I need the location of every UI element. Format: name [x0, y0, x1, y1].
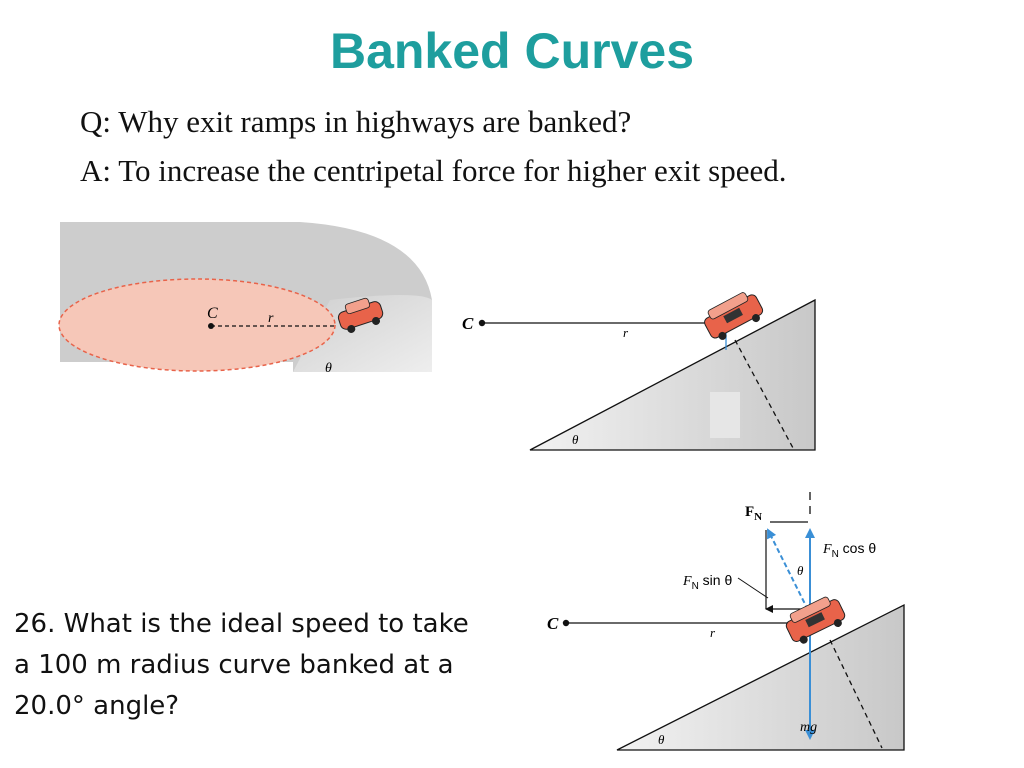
angle-label: θ [325, 361, 332, 376]
problem-line-2: a 100 m radius curve banked at a [14, 650, 454, 680]
weight-label: mg [800, 720, 817, 735]
center-point [478, 319, 486, 327]
ramp-triangle [616, 603, 905, 751]
figure-3-force-diagram: C r θ FN FN cos θ FN sin θ θ mg [547, 492, 905, 751]
problem-line-3: 20.0° angle? [14, 691, 180, 721]
problem-line-1: 26. What is the ideal speed to take [14, 609, 469, 639]
problem-text: 26. What is the ideal speed to take a 10… [14, 604, 514, 727]
ramp-triangle [529, 298, 816, 451]
figure-2-ramp-side-view: C r θ [462, 292, 816, 451]
angle-label: θ [658, 732, 665, 747]
fn-sin-leader-line [737, 577, 769, 599]
radius-label: r [710, 625, 716, 640]
fn-sin-label: FN sin θ [682, 572, 732, 592]
radius-label: r [623, 325, 629, 340]
center-label: C [547, 614, 559, 633]
perpendicular-dashed [829, 639, 883, 749]
center-point [208, 323, 214, 329]
center-label: C [462, 314, 474, 333]
car-icon [704, 292, 764, 340]
car-icon [785, 596, 846, 644]
car-icon [337, 297, 384, 333]
turn-circle [58, 278, 336, 372]
inner-angle-label: θ [797, 563, 804, 578]
center-label: C [207, 305, 218, 322]
shadow-strip [710, 392, 740, 438]
center-point [562, 619, 570, 627]
angle-label: θ [572, 432, 579, 447]
question-text: Q: Why exit ramps in highways are banked… [80, 104, 632, 139]
figure-1-banked-track: C r θ [58, 222, 432, 376]
normal-force-label: FN [745, 504, 762, 523]
normal-force-arrow [767, 528, 809, 611]
radius-label: r [268, 311, 274, 326]
perpendicular-dashed [734, 339, 794, 449]
fn-cos-label: FN cos θ [822, 540, 876, 560]
slide-title: Banked Curves [329, 23, 695, 79]
answer-text: A: To increase the centripetal force for… [80, 153, 787, 188]
